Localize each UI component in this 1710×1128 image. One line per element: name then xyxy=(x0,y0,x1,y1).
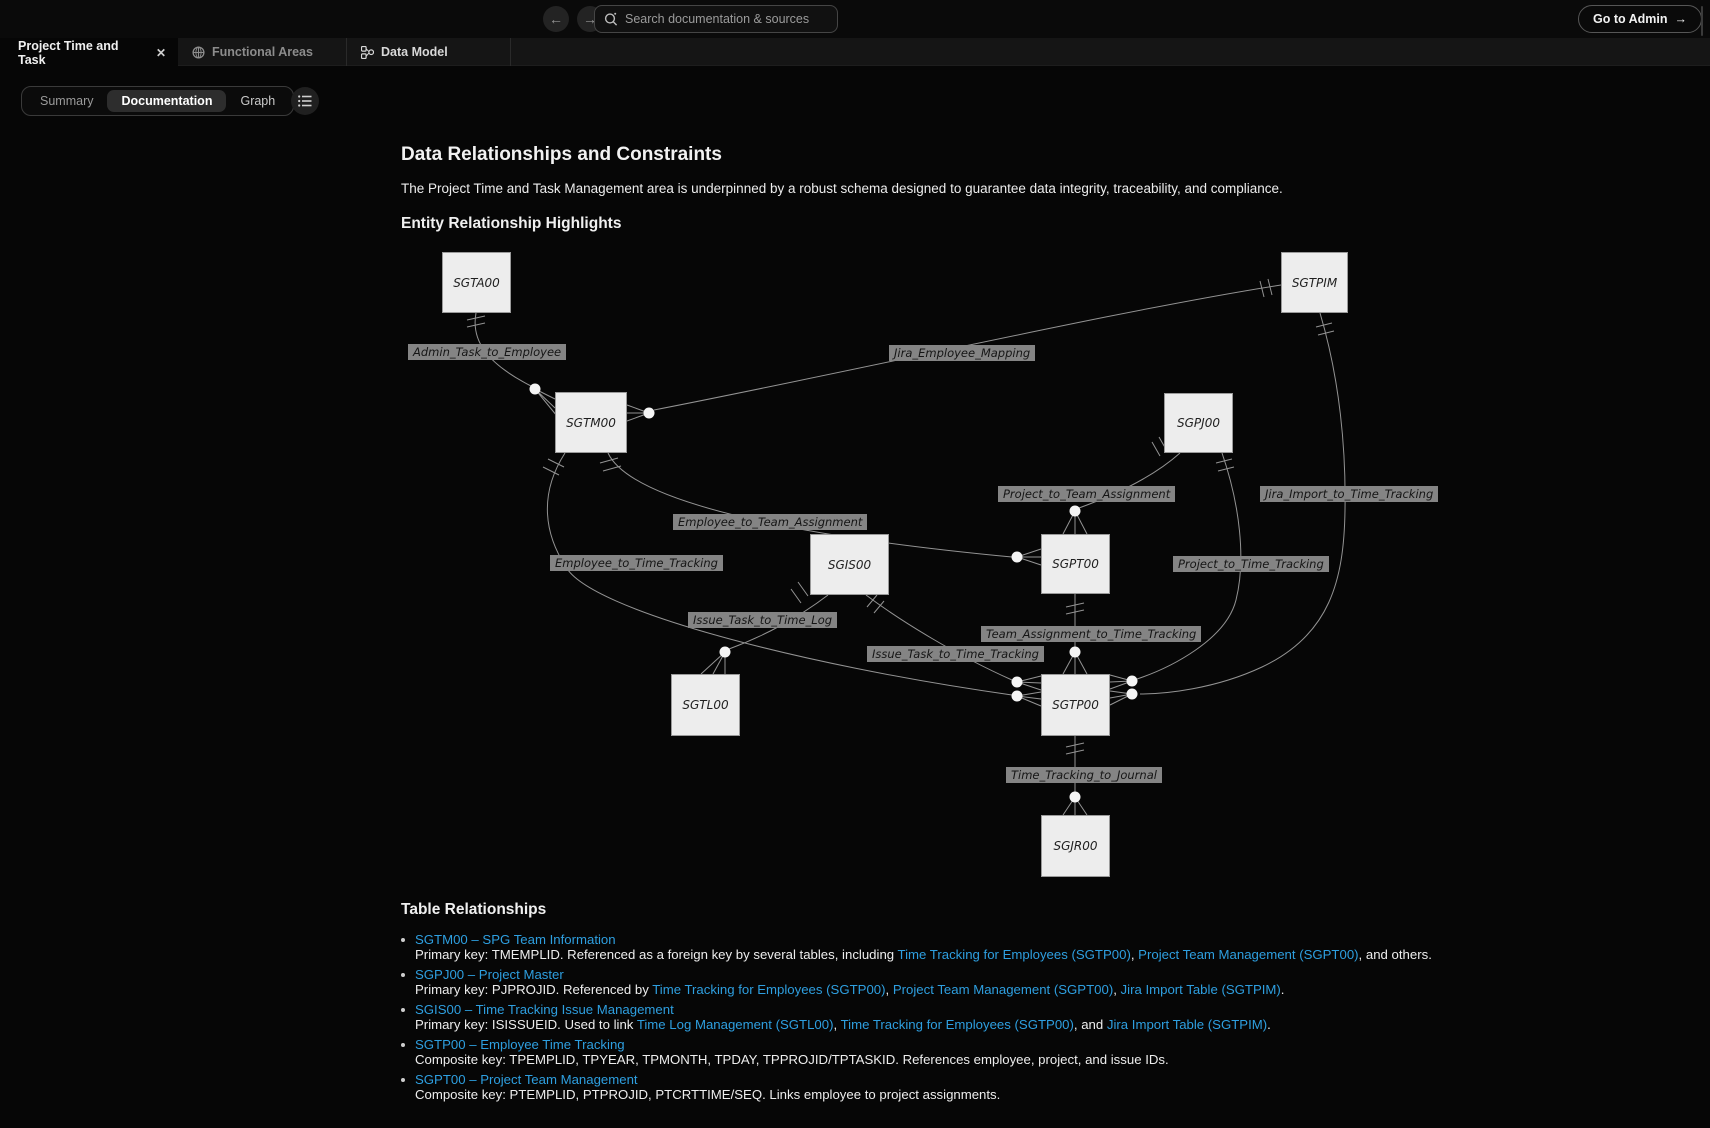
globe-icon xyxy=(192,45,205,59)
entity-box-sgtp00: SGTP00 xyxy=(1041,674,1110,736)
tab-data-model[interactable]: Data Model xyxy=(347,38,511,66)
edge-label: Issue_Task_to_Time_Tracking xyxy=(867,646,1044,662)
table-description: Primary key: ISISSUEID. Used to link Tim… xyxy=(415,1016,1441,1033)
description-text: , xyxy=(885,981,893,997)
page-title: Data Relationships and Constraints xyxy=(401,144,722,165)
edge-label: Time_Tracking_to_Journal xyxy=(1006,767,1162,783)
scrollbar-thumb[interactable] xyxy=(1701,6,1703,36)
inline-table-link[interactable]: Project Team Management (SGPT00) xyxy=(1138,946,1359,962)
edge-label: Team_Assignment_to_Time_Tracking xyxy=(981,626,1202,642)
entity-box-sgtpim: SGTPIM xyxy=(1281,252,1348,313)
inline-table-link[interactable]: Project Team Management (SGPT00) xyxy=(892,981,1114,997)
description-text: Composite key: PTEMPLID, PTPROJID, PTCRT… xyxy=(415,1086,1001,1102)
intro-paragraph: The Project Time and Task Management are… xyxy=(401,181,1283,196)
table-description: Primary key: TMEMPLID. Referenced as a f… xyxy=(415,946,1441,963)
tab-documentation[interactable]: Documentation xyxy=(107,90,227,112)
description-text: , xyxy=(1130,946,1139,962)
bullet-dot xyxy=(401,1008,405,1012)
edge-label: Admin_Task_to_Employee xyxy=(408,344,567,360)
description-text: Primary key: PJPROJID. Referenced by xyxy=(415,981,653,997)
table-link[interactable]: SGPT00 – Project Team Management xyxy=(415,1072,638,1087)
edge-label: Jira_Employee_Mapping xyxy=(889,345,1036,361)
inline-table-link[interactable]: Time Tracking for Employees (SGTP00) xyxy=(652,981,886,997)
entity-box-sgtl00: SGTL00 xyxy=(671,674,740,736)
entity-box-sgjr00: SGJR00 xyxy=(1041,815,1110,877)
table-link[interactable]: SGPJ00 – Project Master xyxy=(415,967,564,982)
tab-bar: Project Time and Task ✕ Functional Areas… xyxy=(0,38,1710,67)
top-bar: ← → Go to Admin → xyxy=(0,0,1710,38)
table-description: Composite key: PTEMPLID, PTPROJID, PTCRT… xyxy=(415,1086,1441,1103)
schema-icon xyxy=(361,45,374,59)
search-input[interactable] xyxy=(625,12,828,26)
table-section-heading: Table Relationships xyxy=(401,901,547,918)
bullet-dot xyxy=(401,973,405,977)
description-text: , and xyxy=(1073,1016,1107,1032)
bullet-dot xyxy=(401,938,405,942)
inline-table-link[interactable]: Time Log Management (SGTL00) xyxy=(636,1016,834,1032)
table-link[interactable]: SGIS00 – Time Tracking Issue Management xyxy=(415,1002,674,1017)
go-to-admin-button[interactable]: Go to Admin → xyxy=(1578,5,1703,33)
table-description: Primary key: PJPROJID. Referenced by Tim… xyxy=(415,981,1441,998)
table-description: Composite key: TPEMPLID, TPYEAR, TPMONTH… xyxy=(415,1051,1441,1068)
inline-table-link[interactable]: Jira Import Table (SGTPIM) xyxy=(1106,1016,1268,1032)
table-link[interactable]: SGTP00 – Employee Time Tracking xyxy=(415,1037,625,1052)
description-text: Primary key: ISISSUEID. Used to link xyxy=(415,1016,637,1032)
description-text: . xyxy=(1280,981,1285,997)
list-icon xyxy=(298,95,312,107)
edge-label: Employee_to_Time_Tracking xyxy=(550,555,723,571)
edge-label: Employee_to_Team_Assignment xyxy=(673,514,868,530)
diagram-section-heading: Entity Relationship Highlights xyxy=(401,215,622,232)
tab-project-time-and-task[interactable]: Project Time and Task ✕ xyxy=(0,38,178,67)
description-text: Composite key: TPEMPLID, TPYEAR, TPMONTH… xyxy=(415,1051,1169,1067)
edge-label: Issue_Task_to_Time_Log xyxy=(688,612,838,628)
inline-table-link[interactable]: Time Tracking for Employees (SGTP00) xyxy=(897,946,1131,962)
edge-label: Project_to_Time_Tracking xyxy=(1173,556,1329,572)
edge-label: Jira_Import_to_Time_Tracking xyxy=(1260,486,1439,502)
close-tab-icon[interactable]: ✕ xyxy=(155,45,166,60)
arrow-right-icon: → xyxy=(1674,12,1688,26)
tab-functional-areas[interactable]: Functional Areas xyxy=(178,38,347,66)
search-bar[interactable] xyxy=(594,5,838,33)
description-text: Primary key: TMEMPLID. Referenced as a f… xyxy=(415,946,898,962)
entity-box-sgpt00: SGPT00 xyxy=(1041,534,1110,594)
bullet-dot xyxy=(401,1078,405,1082)
edge-label: Project_to_Team_Assignment xyxy=(998,486,1176,502)
inline-table-link[interactable]: Time Tracking for Employees (SGTP00) xyxy=(840,1016,1074,1032)
search-icon xyxy=(604,12,618,26)
inline-table-link[interactable]: Jira Import Table (SGTPIM) xyxy=(1120,981,1281,997)
entity-box-sgpj00: SGPJ00 xyxy=(1164,393,1233,453)
back-button[interactable]: ← xyxy=(543,6,569,32)
entity-box-sgis00: SGIS00 xyxy=(810,534,889,595)
description-text: . xyxy=(1267,1016,1271,1032)
description-text: , xyxy=(1113,981,1121,997)
entity-box-sgta00: SGTA00 xyxy=(442,252,511,313)
tab-summary[interactable]: Summary xyxy=(40,94,94,108)
tab-graph[interactable]: Graph xyxy=(240,94,276,108)
description-text: , xyxy=(833,1016,841,1032)
view-switcher: Summary Documentation Graph xyxy=(21,86,295,116)
table-link[interactable]: SGTM00 – SPG Team Information xyxy=(415,932,616,947)
outline-button[interactable] xyxy=(291,87,319,115)
bullet-dot xyxy=(401,1043,405,1047)
description-text: , and others. xyxy=(1358,946,1432,962)
entity-box-sgtm00: SGTM00 xyxy=(555,392,627,453)
